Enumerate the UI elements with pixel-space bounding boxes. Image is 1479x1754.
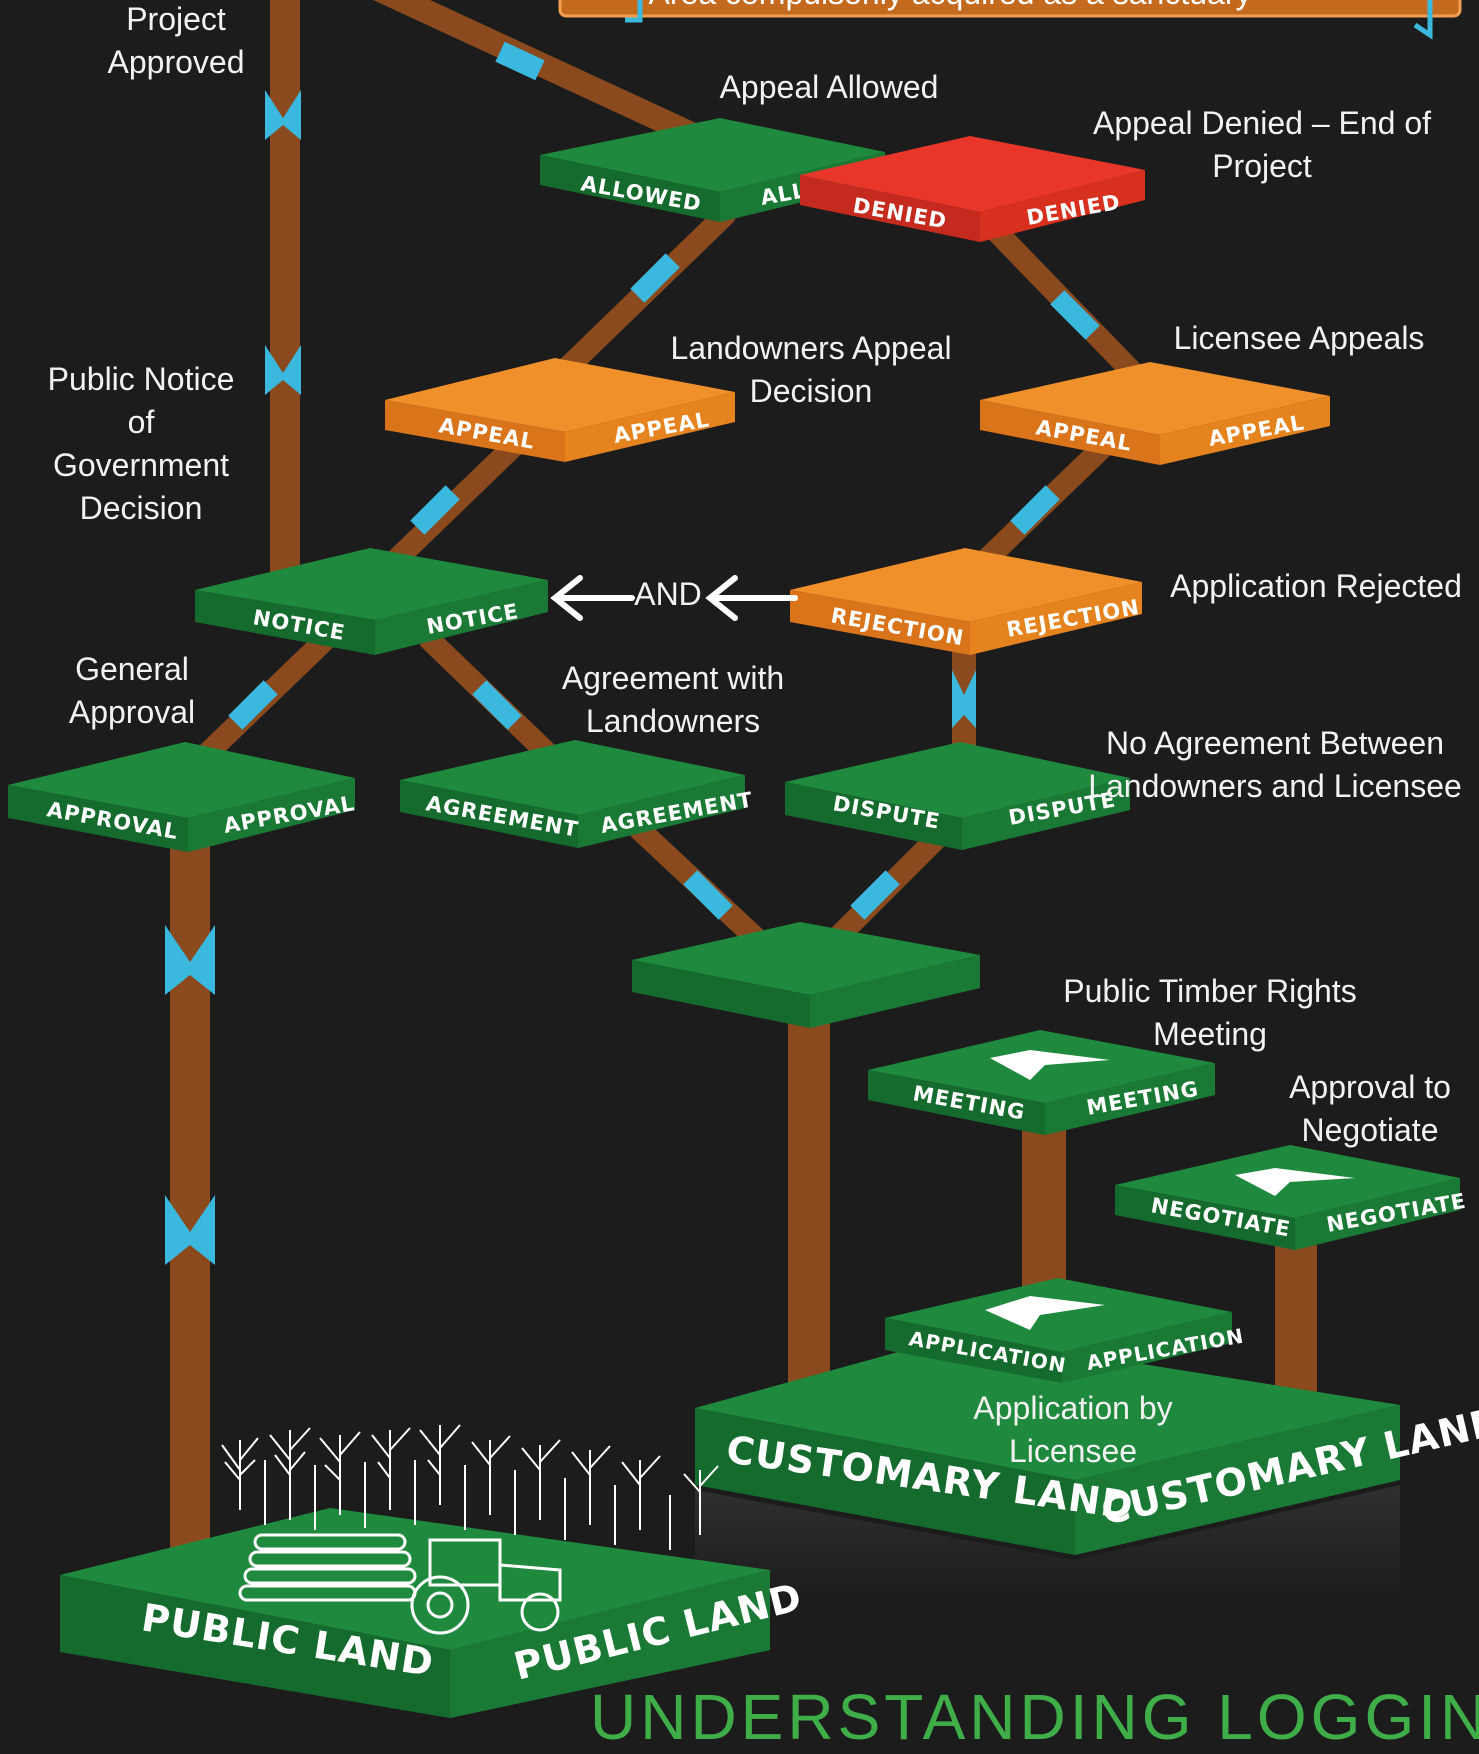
label-appeal-allowed: Appeal Allowed [719,69,939,105]
and-connector [550,575,798,621]
label-project-approved: Project Approved [107,1,245,80]
left-arrow-icon [550,575,635,621]
up-chevron-icon [1235,1168,1355,1196]
diagonal-arrow-icon [228,680,278,730]
tractor-icon [410,1538,562,1635]
left-arrow-icon [705,575,798,621]
banner-arrow-icon [625,0,643,23]
diagonal-arrow-icon [850,870,900,920]
label-application-by: Application by Licensee [973,1390,1173,1469]
pole-project-approved [270,0,300,585]
label-landowners-appeal: Landowners Appeal Decision [670,330,952,409]
forest-illustration [221,1424,719,1635]
flow-arrows [165,41,1100,1265]
label-public-timber: Public Timber Rights Meeting [1063,973,1357,1052]
diagonal-arrow-icon [630,253,680,303]
logging-process-diagram: Area compulsorily acquired as a sanctuar… [8,0,1479,1718]
platform-meeting: MEETING MEETING [868,1030,1215,1135]
sanctuary-banner-text: Area compulsorily acquired as a sanctuar… [649,0,1252,11]
platform-approval: APPROVAL APPROVAL [8,742,357,852]
up-arrow-icon [265,345,301,395]
up-arrow-icon [165,925,215,995]
platform-notice: NOTICE NOTICE [195,548,548,655]
up-arrow-icon [165,1195,215,1265]
pole-allowed-to-banner [373,0,727,157]
label-licensee-appeals: Licensee Appeals [1173,320,1425,356]
up-arrow-icon [952,670,976,728]
platform-customary-land: CUSTOMARY LAND CUSTOMARY LAND [695,1335,1479,1600]
label-agreement-with: Agreement with Landowners [561,660,785,739]
label-general-approval: General Approval [68,651,196,730]
label-approval-negotiate: Approval to Negotiate [1289,1069,1451,1148]
label-appeal-denied: Appeal Denied – End of Project [1092,105,1432,184]
platform-rejection: REJECTION REJECTION [790,548,1142,655]
label-no-agreement: No Agreement Between Landowners and Lice… [1088,725,1462,804]
pole-center-to-customary [788,1010,830,1405]
up-chevron-icon [985,1296,1105,1330]
platform-dispute: DISPUTE DISPUTE [785,742,1130,850]
platform-agreement: AGREEMENT AGREEMENT [400,740,755,848]
diagonal-arrow-icon [495,41,545,81]
diagonal-arrow-icon [683,870,733,920]
banner-arrow-right-icon [1413,0,1433,40]
diagonal-arrow-icon [1010,485,1060,535]
label-application-rejected: Application Rejected [1170,568,1462,604]
diagonal-arrow-icon [1050,290,1100,340]
pole-negotiate [1275,1245,1317,1405]
up-arrow-icon [265,90,301,140]
diagonal-arrow-icon [410,485,460,535]
sanctuary-banner: Area compulsorily acquired as a sanctuar… [558,0,1462,40]
platform-application: APPLICATION APPLICATION [885,1278,1246,1383]
platform-appeal-right: APPEAL APPEAL [980,362,1330,465]
up-chevron-icon [990,1050,1110,1080]
label-public-notice: Public Notice of Government Decision [47,361,235,526]
tree-icon [221,1424,719,1550]
label-and: AND [634,576,702,612]
footer-title: UNDERSTANDING LOGGING [590,1681,1479,1753]
diagonal-arrow-icon [472,680,522,730]
platform-center [632,922,980,1028]
pole-meeting [1022,1120,1066,1295]
platform-negotiate: NEGOTIATE NEGOTIATE [1115,1145,1468,1250]
